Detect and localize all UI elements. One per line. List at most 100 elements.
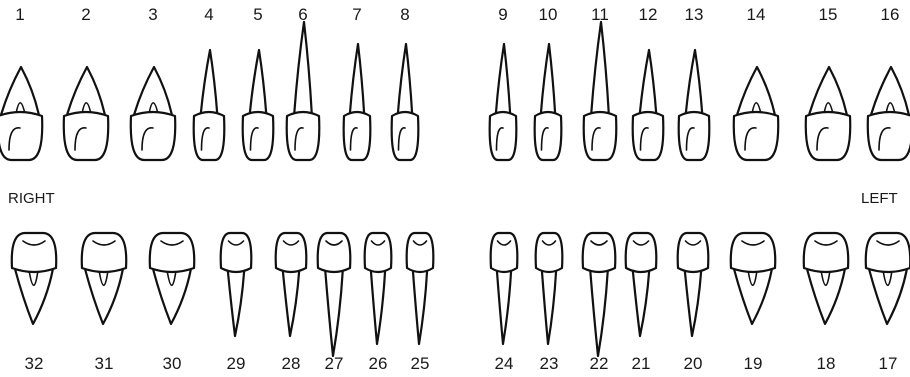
tooth-root bbox=[325, 270, 343, 356]
lower-arch: 32313029282726252423222120191817 bbox=[12, 233, 910, 373]
tooth-31: 31 bbox=[82, 233, 126, 373]
tooth-root bbox=[809, 67, 846, 114]
tooth-crown bbox=[407, 233, 434, 272]
tooth-11: 11 bbox=[584, 5, 617, 160]
tooth-number-label: 17 bbox=[879, 354, 898, 373]
tooth-number-label: 6 bbox=[298, 5, 307, 24]
tooth-root bbox=[633, 270, 650, 336]
tooth-crown bbox=[490, 112, 517, 160]
tooth-root bbox=[228, 270, 245, 336]
tooth-number-label: 21 bbox=[632, 354, 651, 373]
tooth-crown bbox=[82, 233, 126, 272]
tooth-number-label: 32 bbox=[25, 354, 44, 373]
tooth-root bbox=[201, 50, 218, 114]
tooth-18: 18 bbox=[804, 233, 848, 373]
tooth-number-label: 4 bbox=[204, 5, 213, 24]
tooth-29: 29 bbox=[221, 233, 252, 373]
tooth-number-label: 22 bbox=[590, 354, 609, 373]
tooth-number-label: 1 bbox=[15, 5, 24, 24]
tooth-17: 17 bbox=[866, 233, 910, 373]
tooth-number-label: 24 bbox=[495, 354, 514, 373]
tooth-14: 14 bbox=[734, 5, 778, 160]
tooth-number-label: 8 bbox=[400, 5, 409, 24]
tooth-24: 24 bbox=[491, 233, 518, 373]
tooth-1: 1 bbox=[0, 5, 42, 160]
tooth-crown bbox=[866, 233, 910, 272]
tooth-22: 22 bbox=[583, 233, 616, 373]
tooth-crown bbox=[584, 112, 617, 160]
tooth-crown bbox=[243, 112, 274, 160]
tooth-root bbox=[591, 22, 609, 114]
tooth-number-label: 13 bbox=[685, 5, 704, 24]
tooth-root bbox=[497, 270, 511, 344]
tooth-root bbox=[686, 50, 703, 114]
tooth-number-label: 2 bbox=[81, 5, 90, 24]
tooth-9: 9 bbox=[490, 5, 517, 160]
tooth-root bbox=[685, 270, 702, 336]
tooth-crown bbox=[626, 233, 657, 272]
tooth-root bbox=[294, 22, 312, 114]
tooth-root bbox=[737, 67, 774, 114]
tooth-root bbox=[250, 50, 267, 114]
tooth-12: 12 bbox=[633, 5, 664, 160]
tooth-number-label: 28 bbox=[282, 354, 301, 373]
tooth-crown bbox=[734, 112, 778, 160]
tooth-number-label: 20 bbox=[684, 354, 703, 373]
tooth-number-label: 29 bbox=[227, 354, 246, 373]
tooth-number-label: 7 bbox=[352, 5, 361, 24]
tooth-root bbox=[1, 67, 38, 114]
tooth-root bbox=[590, 270, 608, 356]
tooth-number-label: 9 bbox=[498, 5, 507, 24]
tooth-root bbox=[734, 270, 771, 324]
tooth-root bbox=[350, 44, 364, 114]
tooth-root bbox=[283, 270, 300, 336]
tooth-crown bbox=[678, 233, 709, 272]
tooth-23: 23 bbox=[536, 233, 563, 373]
tooth-13: 13 bbox=[679, 5, 710, 160]
tooth-crown bbox=[344, 112, 371, 160]
tooth-crown bbox=[731, 233, 775, 272]
tooth-root bbox=[153, 270, 190, 324]
left-side-label: LEFT bbox=[861, 190, 898, 207]
tooth-crown bbox=[583, 233, 616, 272]
tooth-26: 26 bbox=[365, 233, 392, 373]
right-side-label: RIGHT bbox=[8, 190, 55, 207]
tooth-crown bbox=[12, 233, 56, 272]
tooth-10: 10 bbox=[535, 5, 562, 160]
tooth-root bbox=[496, 44, 510, 114]
tooth-root bbox=[134, 67, 171, 114]
tooth-number-label: 27 bbox=[325, 354, 344, 373]
tooth-number-label: 23 bbox=[540, 354, 559, 373]
tooth-crown bbox=[276, 233, 307, 272]
tooth-root bbox=[541, 44, 555, 114]
tooth-number-label: 5 bbox=[253, 5, 262, 24]
tooth-root bbox=[807, 270, 844, 324]
tooth-21: 21 bbox=[626, 233, 657, 373]
tooth-number-label: 18 bbox=[817, 354, 836, 373]
tooth-crown bbox=[679, 112, 710, 160]
tooth-6: 6 bbox=[287, 5, 320, 160]
tooth-number-label: 16 bbox=[881, 5, 900, 24]
tooth-19: 19 bbox=[731, 233, 775, 373]
tooth-7: 7 bbox=[344, 5, 371, 160]
tooth-crown bbox=[535, 112, 562, 160]
tooth-crown bbox=[804, 233, 848, 272]
tooth-2: 2 bbox=[64, 5, 108, 160]
tooth-crown bbox=[868, 112, 910, 160]
tooth-root bbox=[640, 50, 657, 114]
tooth-root bbox=[398, 44, 412, 114]
tooth-crown bbox=[536, 233, 563, 272]
tooth-crown bbox=[0, 112, 42, 160]
tooth-number-label: 31 bbox=[95, 354, 114, 373]
tooth-30: 30 bbox=[150, 233, 194, 373]
tooth-28: 28 bbox=[276, 233, 307, 373]
tooth-number-label: 14 bbox=[747, 5, 766, 24]
tooth-32: 32 bbox=[12, 233, 56, 373]
tooth-4: 4 bbox=[194, 5, 225, 160]
tooth-3: 3 bbox=[131, 5, 175, 160]
tooth-number-label: 12 bbox=[639, 5, 658, 24]
tooth-root bbox=[371, 270, 385, 344]
tooth-crown bbox=[365, 233, 392, 272]
